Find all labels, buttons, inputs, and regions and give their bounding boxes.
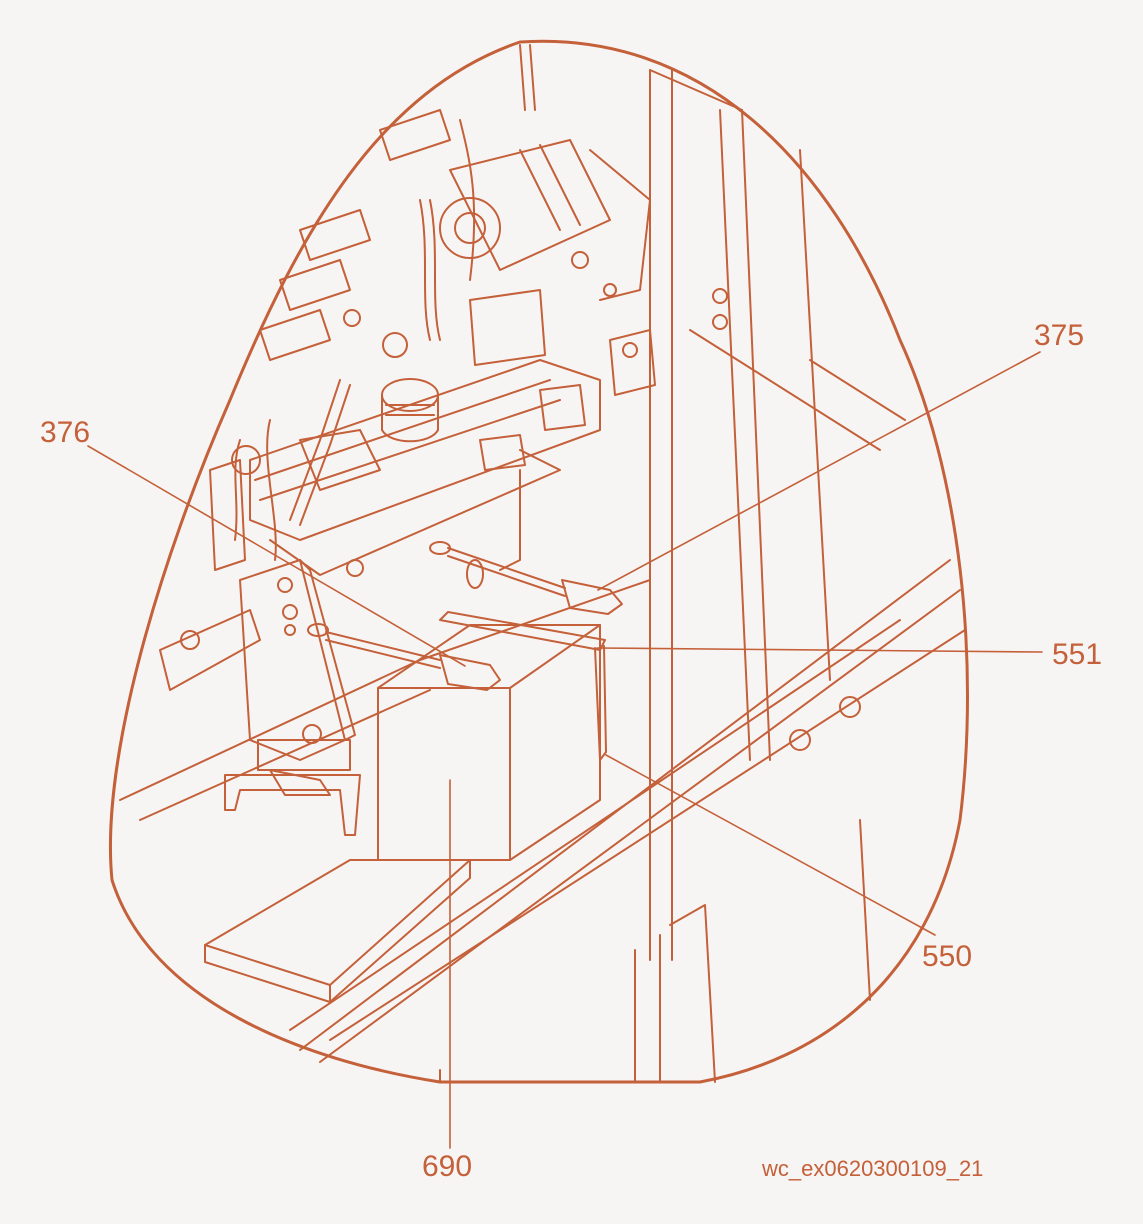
leader-376	[87, 445, 466, 667]
frame-post	[649, 69, 831, 961]
callout-690: 690	[422, 1150, 472, 1183]
figure-id: wc_ex0620300109_21	[761, 1156, 983, 1181]
callout-550: 550	[922, 940, 972, 973]
injector-details	[209, 109, 451, 571]
support-legs	[439, 819, 871, 1083]
leader-375	[597, 351, 1041, 591]
hold-down-bracket	[439, 611, 607, 761]
fuel-pump	[469, 289, 656, 471]
callout-376: 376	[40, 416, 90, 449]
leader-551	[596, 647, 1043, 653]
starter-motor	[439, 139, 651, 301]
frame-bolts	[712, 288, 861, 751]
oil-filler-cap	[299, 378, 439, 491]
leader-lines	[87, 351, 1043, 1149]
frame-rails	[119, 329, 966, 1063]
callout-551: 551	[1052, 638, 1102, 671]
battery-cable-375	[429, 541, 623, 615]
battery-cable-376	[307, 623, 501, 691]
view-boundary	[108, 39, 969, 1084]
engine-block	[159, 359, 601, 691]
leader-550	[605, 754, 936, 936]
fuel-lines	[234, 44, 536, 561]
callout-375: 375	[1034, 319, 1084, 352]
